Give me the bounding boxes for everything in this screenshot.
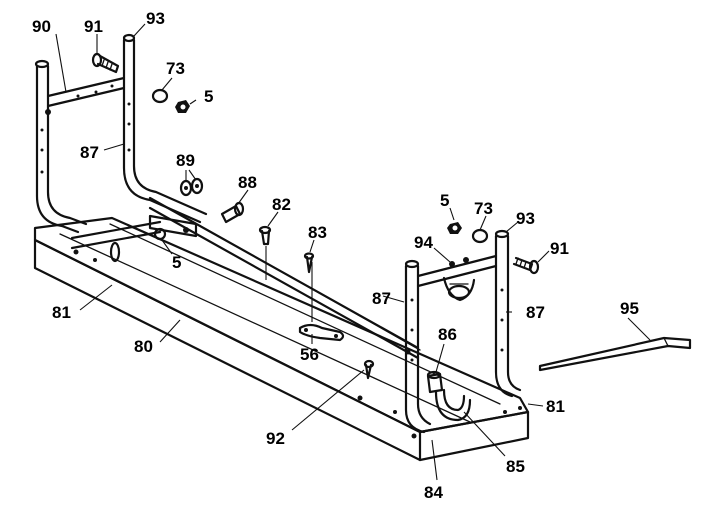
callout-56: 56	[300, 345, 319, 364]
leader-lines	[55, 23, 651, 481]
callout-89: 89	[176, 151, 195, 170]
callout-82: 82	[272, 195, 291, 214]
callout-87-left: 87	[80, 143, 99, 162]
left-leg-assembly	[34, 33, 208, 241]
hardware	[91, 52, 692, 394]
callout-91-left: 91	[84, 17, 103, 36]
callout-81-right: 81	[546, 397, 565, 416]
callout-87-right-front: 87	[372, 289, 391, 308]
callout-93-right: 93	[516, 209, 535, 228]
callout-84: 84	[424, 483, 443, 502]
callout-85: 85	[506, 457, 525, 476]
right-leg-assembly	[404, 229, 522, 434]
callout-83: 83	[308, 223, 327, 242]
bolt-right	[512, 256, 540, 275]
bolt-left	[91, 52, 120, 74]
callout-90: 90	[32, 17, 51, 36]
callout-5-right: 5	[440, 191, 449, 210]
callout-87-right-rear: 87	[526, 303, 545, 322]
callout-92: 92	[266, 429, 285, 448]
callout-5-left: 5	[204, 87, 213, 106]
callout-5-lower: 5	[172, 253, 181, 272]
callout-73-right: 73	[474, 199, 493, 218]
callout-93-left: 93	[146, 9, 165, 28]
callout-73-left: 73	[166, 59, 185, 78]
callout-95: 95	[620, 299, 639, 318]
callout-81-left: 81	[52, 303, 71, 322]
callout-88: 88	[238, 173, 257, 192]
callouts: 90 91 93 73 5 87 89 88 82 83 5 5 73 93 9…	[32, 9, 639, 502]
callout-94: 94	[414, 233, 433, 252]
callout-86: 86	[438, 325, 457, 344]
callout-80: 80	[134, 337, 153, 356]
callout-91-right: 91	[550, 239, 569, 258]
